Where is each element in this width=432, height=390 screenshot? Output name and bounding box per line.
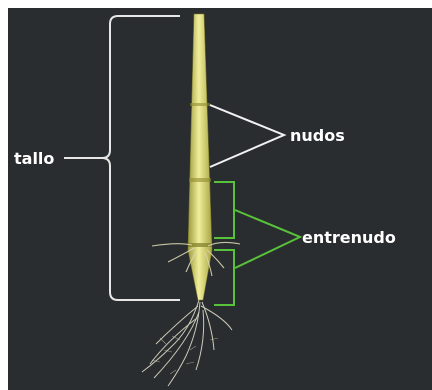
stem-bracket bbox=[102, 16, 180, 300]
stem-label: tallo bbox=[14, 149, 54, 168]
lower-roots bbox=[142, 300, 232, 386]
node-marker-middle bbox=[189, 178, 211, 182]
nodes-pointer bbox=[210, 105, 284, 167]
node-marker-upper bbox=[190, 103, 210, 106]
internode-bracket-upper bbox=[214, 182, 234, 238]
internode-label: entrenudo bbox=[302, 228, 396, 247]
internode-bracket-lower bbox=[214, 250, 234, 305]
internode-pointer bbox=[235, 210, 300, 268]
root-hairs bbox=[152, 336, 218, 374]
stalk bbox=[188, 14, 212, 300]
nodes-label: nudos bbox=[290, 126, 345, 145]
